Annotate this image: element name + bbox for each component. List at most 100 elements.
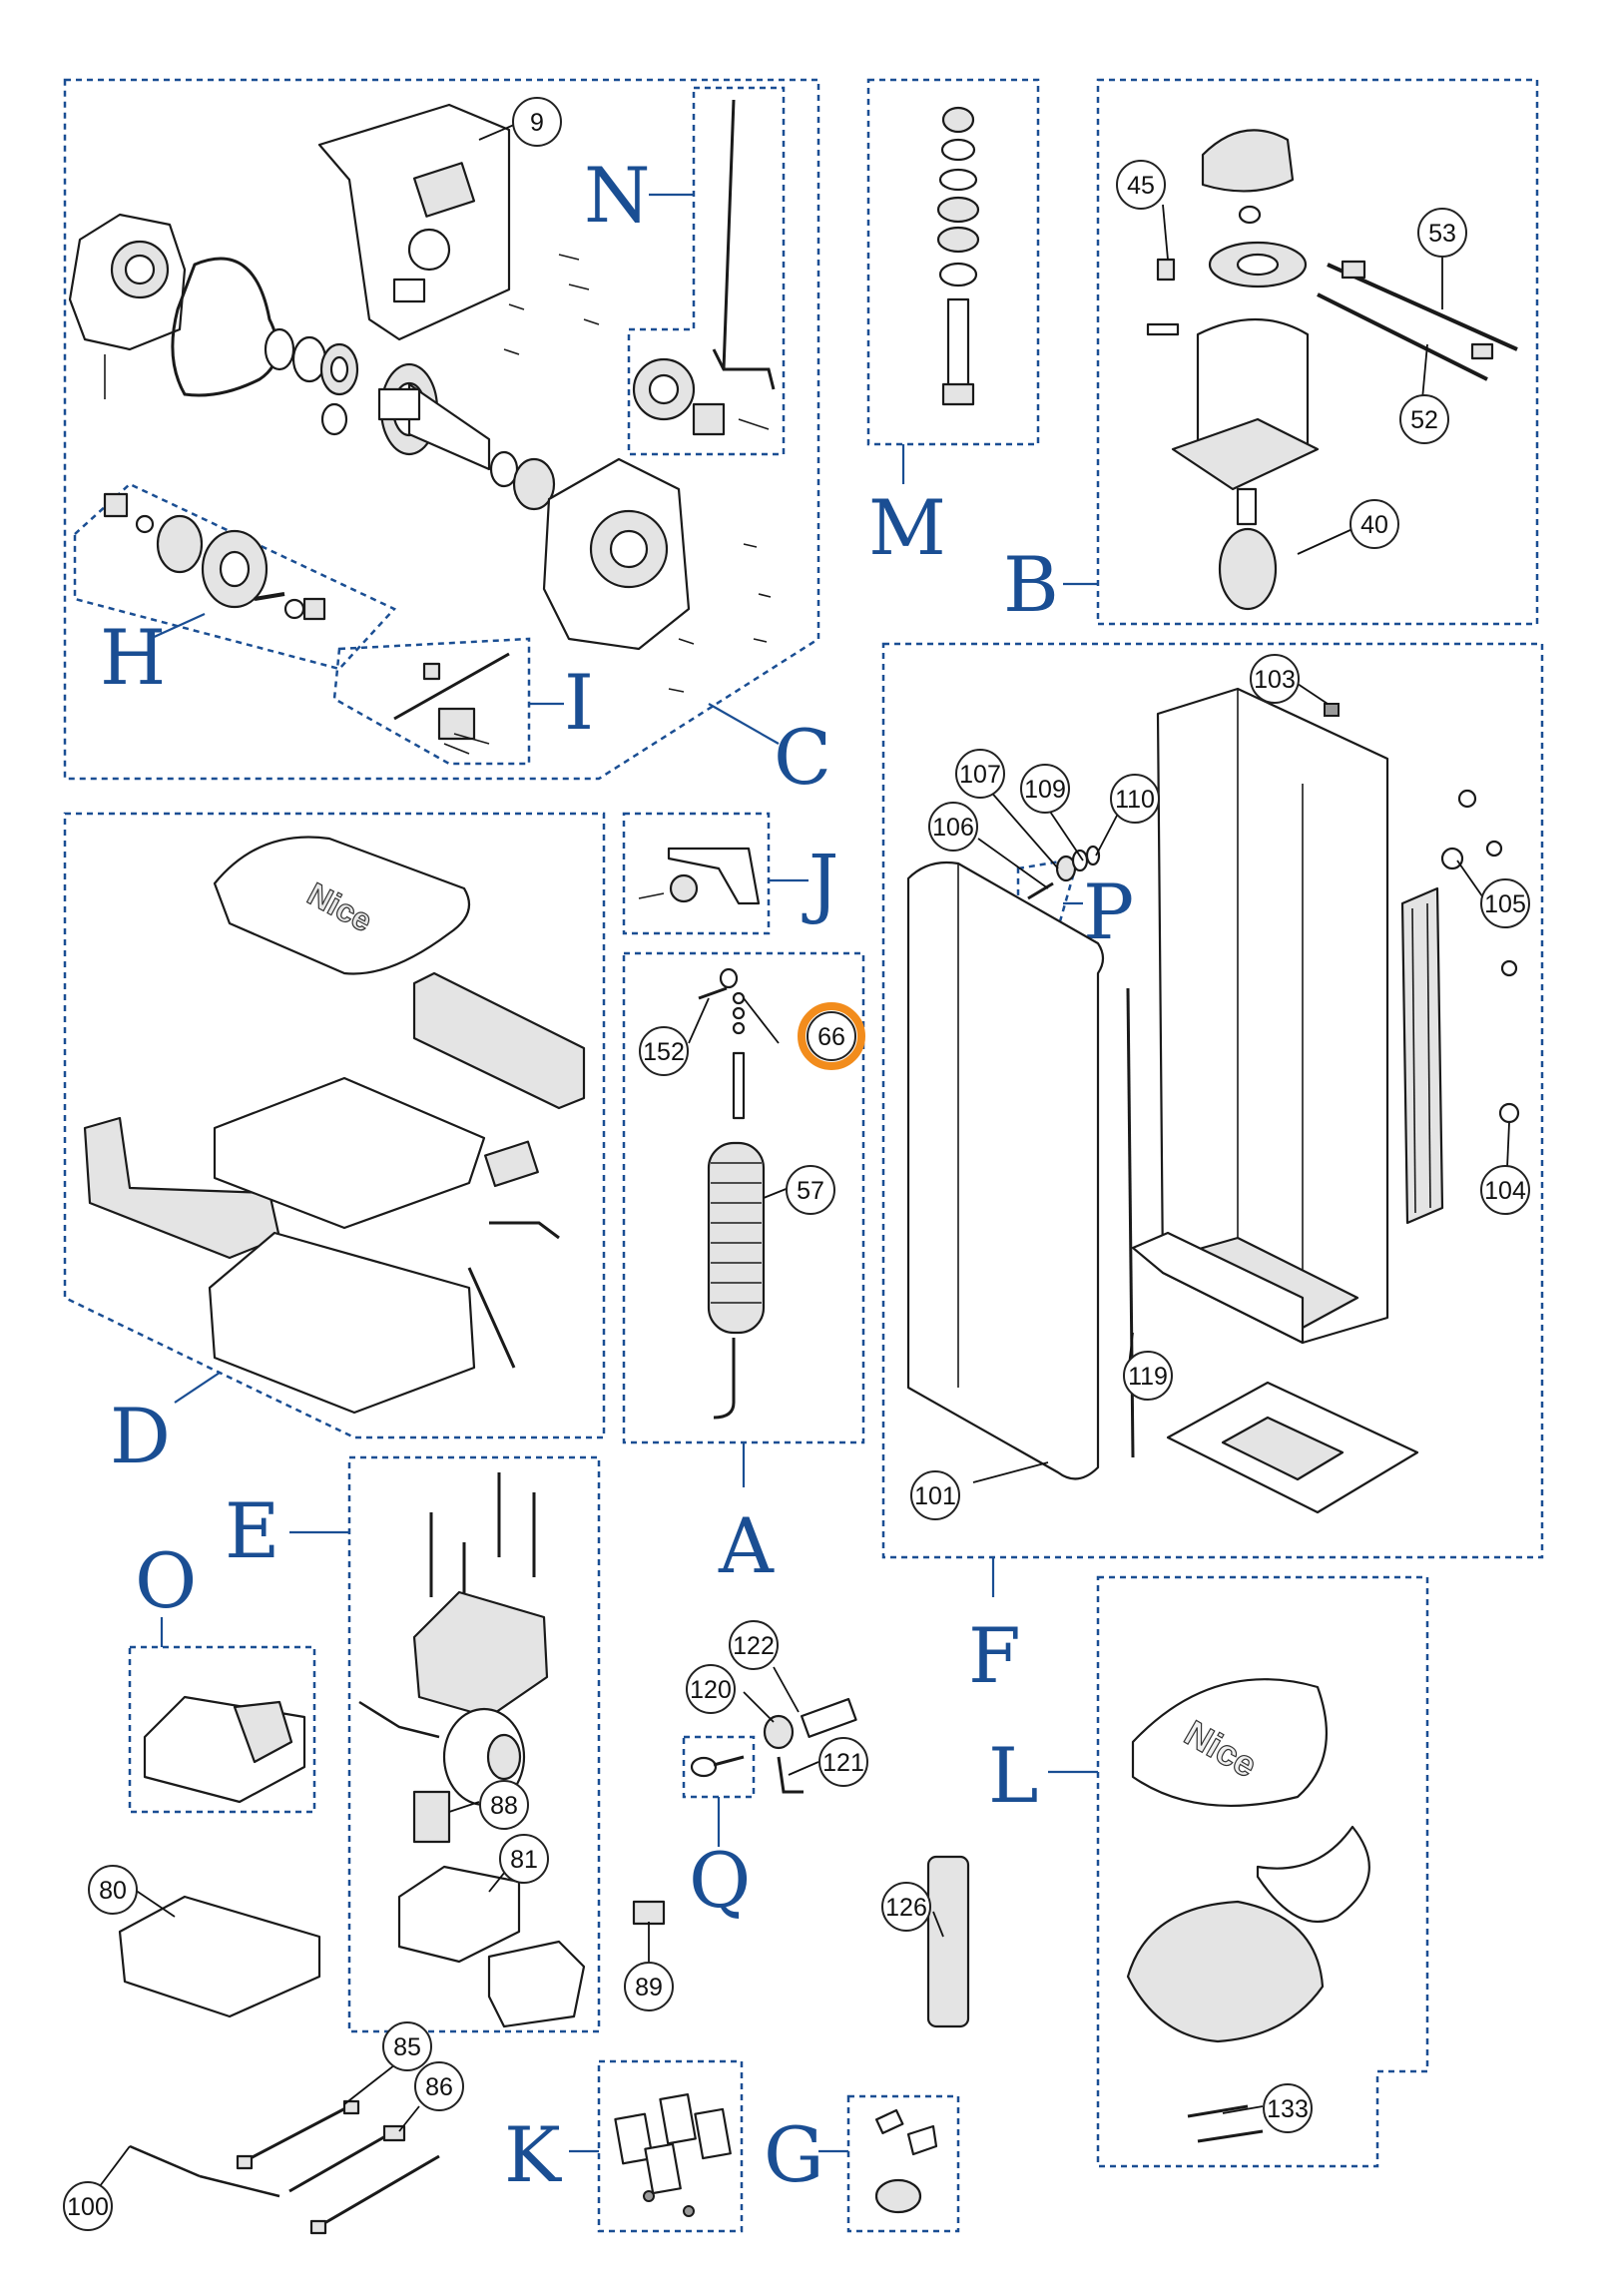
group-h-boundary: [73, 482, 397, 671]
svg-text:45: 45: [1127, 172, 1155, 200]
svg-text:126: 126: [885, 1894, 927, 1922]
callout-45: 45: [1116, 160, 1166, 210]
callout-89: 89: [624, 1962, 674, 2011]
svg-text:81: 81: [510, 1846, 538, 1874]
group-f-boundary: [881, 642, 1544, 1559]
side-trim-left: [83, 1116, 281, 1260]
housing-gasket: [171, 257, 279, 397]
column-frame: [1131, 687, 1389, 1345]
gear-cluster: [103, 492, 326, 621]
callout-81: 81: [499, 1834, 549, 1884]
group-label-g: G: [764, 2110, 824, 2199]
svg-text:106: 106: [932, 814, 974, 842]
group-label-h: H: [100, 613, 166, 702]
callout-110: 110: [1110, 774, 1160, 824]
control-base-housing: [208, 1231, 476, 1415]
callout-80: 80: [88, 1865, 138, 1915]
frame-plate: [317, 103, 511, 341]
svg-text:100: 100: [67, 2193, 109, 2221]
svg-text:120: 120: [690, 1676, 732, 1704]
wire-clip: [489, 1221, 560, 1240]
group-label-i: I: [564, 658, 594, 747]
callout-122: 122: [729, 1620, 779, 1670]
extrusion-126: [926, 1855, 970, 2028]
group-label-o: O: [135, 1536, 197, 1625]
group-o-boundary: [128, 1645, 316, 1814]
svg-text:104: 104: [1484, 1177, 1526, 1205]
bearing-set-upper: [264, 327, 359, 436]
cable-harnesses: [129, 2099, 440, 2235]
limit-switch-set: [393, 652, 510, 755]
svg-text:101: 101: [914, 1482, 956, 1510]
svg-text:152: 152: [643, 1038, 685, 1066]
group-m-boundary: [866, 78, 1040, 446]
callout-86: 86: [414, 2061, 464, 2111]
group-k-boundary: [597, 2059, 744, 2233]
side-trim-right: [412, 971, 586, 1110]
top-lid: Nice: [213, 836, 471, 975]
callout-104: 104: [1480, 1165, 1530, 1215]
rack-strip: [1400, 886, 1444, 1225]
callout-66: 66: [798, 1002, 865, 1070]
callout-107: 107: [955, 749, 1005, 799]
control-unit-parts: [358, 1472, 586, 2028]
group-e-boundary: [347, 1455, 601, 2033]
callout-101: 101: [910, 1470, 960, 1520]
callout-88: 88: [479, 1780, 529, 1830]
svg-text:86: 86: [425, 2073, 453, 2101]
group-label-c: C: [774, 713, 831, 802]
svg-text:107: 107: [959, 761, 1001, 789]
svg-text:89: 89: [635, 1974, 663, 2002]
group-d-leader: [174, 1372, 221, 1404]
column-cover-101: [906, 861, 1105, 1480]
callout-119: 119: [1123, 1351, 1173, 1401]
flashing-light-parts: [874, 2108, 938, 2214]
group-label-d: D: [110, 1392, 171, 1480]
group-n-boundary: [627, 86, 786, 456]
callout-106: 106: [928, 802, 978, 852]
svg-text:9: 9: [530, 109, 544, 137]
motor-assembly: [1146, 129, 1518, 611]
tie-rod: [467, 1267, 516, 1369]
group-label-n: N: [584, 151, 651, 240]
svg-text:110: 110: [1115, 786, 1155, 814]
svg-text:52: 52: [1410, 406, 1438, 434]
frame-screws: [503, 254, 772, 693]
group-label-q: Q: [689, 1836, 751, 1925]
group-g-boundary: [846, 2094, 960, 2233]
callout-9: 9: [512, 97, 562, 147]
svg-text:109: 109: [1024, 776, 1066, 804]
group-label-l: L: [988, 1731, 1038, 1820]
highlight-ring: [798, 1002, 865, 1070]
box-clip: [484, 1140, 539, 1188]
receiver-module: [143, 1695, 306, 1804]
svg-text:53: 53: [1428, 220, 1456, 248]
group-label-k: K: [504, 2110, 562, 2199]
release-lever-assembly: [632, 99, 776, 436]
callout-52: 52: [1399, 394, 1449, 444]
shaft-bearing: [512, 457, 556, 511]
group-label-b: B: [1003, 540, 1059, 629]
callout-85: 85: [382, 2021, 432, 2071]
svg-text:88: 88: [490, 1792, 518, 1820]
hinge-pin-p: [1027, 845, 1101, 900]
callout-40: 40: [1349, 499, 1399, 549]
callout-57: 57: [786, 1165, 835, 1215]
callout-120: 120: [686, 1664, 736, 1714]
group-label-m: M: [868, 483, 946, 572]
callout-leaders: [99, 124, 1510, 2187]
column-small-parts: [1324, 703, 1520, 1124]
callout-133: 133: [1263, 2083, 1313, 2133]
group-d-boundary: [63, 812, 606, 1439]
group-i-boundary: [332, 637, 531, 766]
column-cap: Nice: [1126, 1678, 1370, 2143]
group-label-j: J: [802, 838, 838, 926]
callout-152: 152: [639, 1026, 689, 1076]
gearbox-shell-left: [68, 213, 187, 399]
callout-103: 103: [1250, 654, 1300, 704]
svg-text:57: 57: [797, 1177, 824, 1205]
base-gasket-window: [1221, 1416, 1345, 1481]
svg-text:66: 66: [817, 1023, 845, 1051]
spring-assembly: [698, 967, 766, 1420]
group-l-boundary: [1096, 1575, 1429, 2168]
